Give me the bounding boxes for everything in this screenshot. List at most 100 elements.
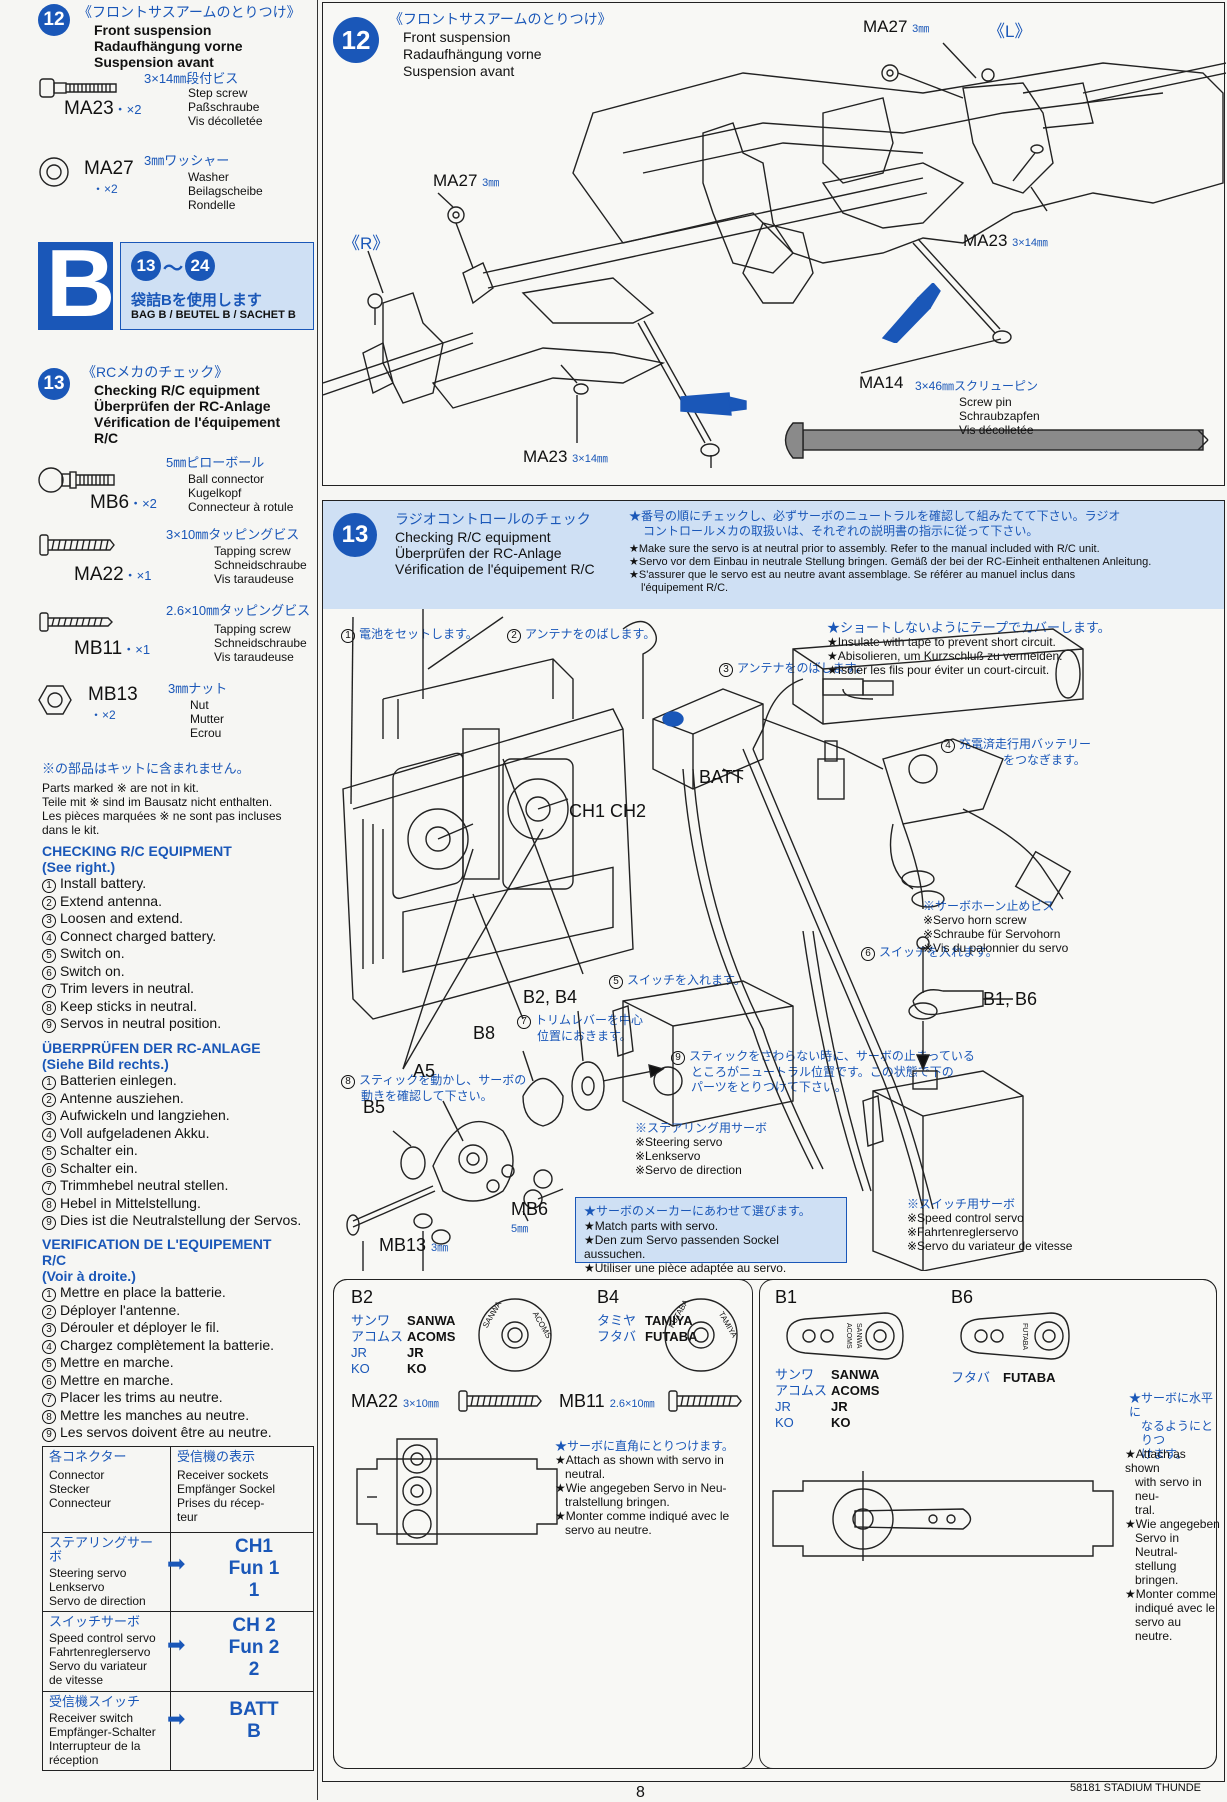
step-screw-icon [39, 78, 117, 98]
label-b1-b6: B1, B6 [983, 989, 1038, 1009]
label-right-side: 《R》 [343, 234, 390, 253]
step13-jp-title: 《RCメカのチェック》 [82, 364, 229, 380]
label-b2-b4: B2, B4 [523, 987, 578, 1007]
step-number-icon: 6 [42, 1375, 56, 1389]
step-number-icon: 9 [42, 1215, 56, 1230]
selection-outer-box [333, 1279, 1217, 1769]
right-angle-note: ★サーボに直角にとりつけます。 ★Attach as shown with se… [555, 1439, 734, 1537]
mb11-code: MB11・×1 [74, 638, 151, 659]
ma14-jp: 3×46㎜スクリューピン [915, 379, 1039, 393]
step-text: Aufwickeln und langziehen. [60, 1107, 230, 1123]
step-number-icon: 4 [42, 931, 56, 945]
ball-connector-icon [38, 467, 115, 493]
b4-gear-icon: FUTABA TAMIYA [664, 1298, 739, 1372]
step-number-icon: 6 [42, 1163, 56, 1177]
b1-horn-icon: ACOMS SANWA [786, 1312, 904, 1360]
ma27-jp: 3㎜ワッシャー [144, 153, 230, 168]
short-circuit-note: ★ショートしないようにテープでカバーします。 ★Insulate with ta… [827, 620, 1111, 678]
step-number-icon: 2 [42, 1305, 56, 1319]
checklist-step: 9 Servos in neutral position. [42, 1015, 318, 1033]
label-ma23-bottom: MA23 3×14㎜ [523, 447, 608, 466]
step12-fr: Suspension avant [94, 54, 214, 70]
rc-equipment-drawing [342, 609, 1084, 1210]
front-suspension-drawing [323, 42, 1226, 468]
checklist-step: 6 Switch on. [42, 962, 318, 980]
ma27-qty: ・×2 [92, 182, 118, 196]
step-number-icon: 2 [42, 896, 56, 910]
step-text: Trim levers in neutral. [60, 980, 195, 996]
step-text: Placer les trims au neutre. [60, 1389, 223, 1405]
step-number-icon: 9 [42, 1018, 56, 1033]
step-text: Connect charged battery. [60, 927, 217, 944]
arrow-icon: ➡ [167, 1706, 186, 1731]
step-text: Install battery. [60, 875, 147, 891]
b4-gear-text-futaba: FUTABA [667, 1298, 691, 1330]
step-text: Mettre en place la batterie. [60, 1284, 226, 1300]
bag-jp: 袋詰Bを使用します [131, 292, 262, 309]
step-text: Antenne ausziehen. [60, 1089, 184, 1106]
step-text: Mettre les manches au neutre. [60, 1406, 250, 1423]
step-text: Voll aufgeladenen Akku. [60, 1124, 210, 1141]
steering-servo-top-view [356, 1438, 558, 1545]
step-text: Dies ist die Neutralstellung der Servos. [60, 1212, 302, 1228]
step-text: Mettre en marche. [60, 1354, 174, 1370]
servo-horn-screw-note: ※サーボホーン止めビス ※Servo horn screw※Schraube f… [923, 899, 1069, 955]
checklist-fr: VERIFICATION DE L'EQUIPEMENT R/C (Voir à… [42, 1236, 318, 1442]
mb11-screw-icon [668, 1390, 742, 1412]
step-number-icon: 6 [42, 966, 56, 980]
mb11-jp: 2.6×10㎜タッピングビス [166, 603, 311, 618]
label-ma23-right: MA23 3×14㎜ [963, 231, 1048, 250]
step-number-icon: 5 [42, 948, 56, 963]
step-text: Servos in neutral position. [60, 1015, 222, 1031]
tapping-screw-icon [39, 534, 115, 556]
arrow-icon: ➡ [167, 1632, 186, 1657]
step12-jp-title: 《フロントサスアームのとりつけ》 [78, 4, 301, 20]
ma22-screw-icon [458, 1390, 542, 1412]
panel12-jp: 《フロントサスアームのとりつけ》 [389, 11, 612, 27]
step-number-icon: 1 [42, 1287, 56, 1302]
step-text: Switch on. [60, 962, 125, 979]
mb6-jp: 5㎜ピローボール [166, 455, 265, 470]
match-parts-note: ★サーボのメーカーにあわせて選びます。 ★Match parts with se… [575, 1197, 847, 1275]
label-b8: B8 [473, 1023, 496, 1043]
step-text: Trimmhebel neutral stellen. [60, 1177, 229, 1193]
step-text: Chargez complètement la batterie. [60, 1336, 274, 1353]
step-number-icon: 3 [42, 913, 56, 928]
model-footer: 58181 STADIUM THUNDE [1070, 1782, 1202, 1794]
step-text: Hebel in Mittelstellung. [60, 1194, 201, 1211]
step-text: Déployer l'antenne. [60, 1301, 181, 1318]
b2-code: B2 [351, 1287, 374, 1307]
label-mb13: MB13 3㎜ [379, 1235, 449, 1255]
b1-horn-text-sanwa: SANWA [855, 1323, 862, 1349]
